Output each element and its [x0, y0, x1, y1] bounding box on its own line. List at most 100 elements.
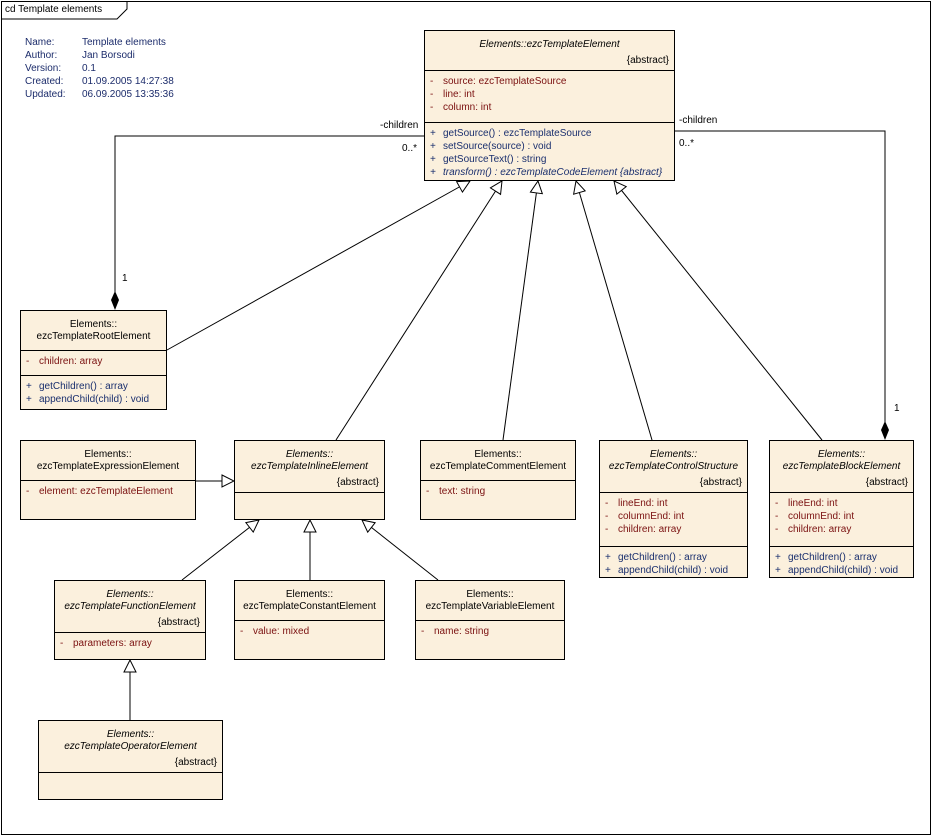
- attributes-section: -element: ezcTemplateElement: [21, 481, 195, 501]
- info-value: Template elements: [82, 37, 166, 48]
- class-header: Elements:: ezcTemplateVariableElement: [416, 581, 564, 621]
- visibility-marker: +: [605, 565, 611, 576]
- operations-section: +getSource() : ezcTemplateSource +setSou…: [425, 123, 674, 182]
- class-comment-element[interactable]: Elements:: ezcTemplateCommentElement -te…: [420, 440, 576, 520]
- class-name: Elements::ezcTemplateElement: [479, 39, 620, 50]
- visibility-marker: +: [26, 381, 32, 392]
- attributes-section: -text: string: [421, 481, 575, 501]
- info-value: 06.09.2005 13:35:36: [82, 89, 174, 100]
- attribute: columnEnd: int: [618, 511, 685, 522]
- operation: setSource(source) : void: [443, 141, 552, 152]
- info-value: Jan Borsodi: [82, 50, 135, 61]
- class-function-element[interactable]: Elements:: ezcTemplateFunctionElement {a…: [54, 580, 206, 660]
- composition-right-diamond: [881, 421, 889, 440]
- class-control-structure[interactable]: Elements:: ezcTemplateControlStructure {…: [599, 440, 748, 578]
- attribute: name: string: [434, 626, 490, 637]
- class-block-element[interactable]: Elements:: ezcTemplateBlockElement {abst…: [769, 440, 914, 578]
- class-header: Elements:: ezcTemplateBlockElement {abst…: [770, 441, 913, 493]
- class-namespace: Elements::: [466, 589, 514, 600]
- class-header: Elements:: ezcTemplateControlStructure {…: [600, 441, 747, 493]
- attributes-section: [235, 493, 384, 500]
- class-name: ezcTemplateVariableElement: [425, 601, 555, 612]
- class-name: ezcTemplateInlineElement: [251, 461, 368, 472]
- class-name: ezcTemplateConstantElement: [243, 601, 376, 612]
- diagram-info: Name:Template elements Author:Jan Borsod…: [25, 36, 174, 101]
- assoc-left-multiplicity-one: 1: [122, 273, 128, 284]
- abstract-stereotype: {abstract}: [336, 477, 379, 488]
- operation: getChildren() : array: [618, 552, 707, 563]
- attributes-section: -source: ezcTemplateSource -line: int -c…: [425, 71, 674, 123]
- info-key: Author:: [25, 50, 58, 61]
- visibility-marker: +: [430, 154, 436, 165]
- operation: transform() : ezcTemplateCodeElement {ab…: [443, 167, 663, 178]
- class-constant-element[interactable]: Elements:: ezcTemplateConstantElement -v…: [234, 580, 385, 660]
- visibility-marker: +: [430, 141, 436, 152]
- frame-tab-outline: [1, 1, 128, 20]
- frame-title: cd Template elements: [5, 4, 103, 15]
- abstract-stereotype: {abstract}: [699, 477, 742, 488]
- info-value: 0.1: [82, 63, 96, 74]
- class-expression-element[interactable]: Elements:: ezcTemplateExpressionElement …: [20, 440, 196, 520]
- class-root-element[interactable]: Elements:: ezcTemplateRootElement -child…: [20, 310, 167, 410]
- class-variable-element[interactable]: Elements:: ezcTemplateVariableElement -n…: [415, 580, 565, 660]
- visibility-marker: -: [605, 524, 609, 535]
- class-header: Elements:: ezcTemplateCommentElement: [421, 441, 575, 481]
- attribute: element: ezcTemplateElement: [39, 486, 173, 497]
- class-header: Elements:: ezcTemplateFunctionElement {a…: [55, 581, 205, 633]
- info-value: 01.09.2005 14:27:38: [82, 76, 174, 87]
- assoc-right-multiplicity-one: 1: [894, 403, 900, 414]
- attributes-section: [39, 773, 222, 780]
- class-header: Elements:: ezcTemplateInlineElement {abs…: [235, 441, 384, 493]
- class-header: Elements:: ezcTemplateExpressionElement: [21, 441, 195, 481]
- operation: appendChild(child) : void: [788, 565, 899, 576]
- info-key: Version:: [25, 63, 62, 74]
- assoc-left-multiplicity-many: 0..*: [402, 143, 418, 154]
- visibility-marker: -: [26, 486, 30, 497]
- attribute: children: array: [39, 356, 103, 367]
- attribute: value: mixed: [253, 626, 310, 637]
- generalization-control: [576, 181, 653, 441]
- visibility-marker: -: [430, 76, 434, 87]
- class-header: Elements:: ezcTemplateOperatorElement {a…: [39, 721, 222, 773]
- visibility-marker: +: [775, 565, 781, 576]
- attributes-section: -children: array: [21, 351, 166, 376]
- class-template-element[interactable]: Elements::ezcTemplateElement {abstract} …: [424, 30, 675, 181]
- visibility-marker: -: [605, 498, 609, 509]
- operations-section: +getChildren() : array +appendChild(chil…: [21, 376, 166, 409]
- class-name: ezcTemplateFunctionElement: [64, 601, 196, 612]
- attribute: children: array: [788, 524, 852, 535]
- operations-section: +getChildren() : array +appendChild(chil…: [600, 547, 747, 580]
- class-operator-element[interactable]: Elements:: ezcTemplateOperatorElement {a…: [38, 720, 223, 800]
- visibility-marker: -: [430, 102, 434, 113]
- class-name: ezcTemplateRootElement: [36, 331, 151, 342]
- visibility-marker: +: [775, 552, 781, 563]
- operation: getChildren() : array: [39, 381, 128, 392]
- attribute: column: int: [443, 102, 492, 113]
- operation: getChildren() : array: [788, 552, 877, 563]
- visibility-marker: +: [430, 167, 436, 178]
- visibility-marker: -: [605, 511, 609, 522]
- class-header: Elements:: ezcTemplateRootElement: [21, 311, 166, 351]
- abstract-stereotype: {abstract}: [865, 477, 908, 488]
- visibility-marker: -: [240, 626, 244, 637]
- visibility-marker: -: [430, 89, 434, 100]
- generalization-inline: [335, 181, 502, 441]
- attribute: lineEnd: int: [618, 498, 668, 509]
- class-name: ezcTemplateExpressionElement: [36, 461, 180, 472]
- attributes-section: -value: mixed: [235, 621, 384, 641]
- operation: getSourceText() : string: [443, 154, 547, 165]
- attributes-section: -parameters: array: [55, 633, 205, 653]
- visibility-marker: +: [26, 394, 32, 405]
- attributes-section: -lineEnd: int -columnEnd: int -children:…: [600, 493, 747, 547]
- assoc-right-role: -children: [679, 115, 718, 126]
- class-inline-element[interactable]: Elements:: ezcTemplateInlineElement {abs…: [234, 440, 385, 520]
- class-namespace: Elements::: [474, 449, 522, 460]
- attribute: text: string: [439, 486, 486, 497]
- class-name: ezcTemplateOperatorElement: [64, 741, 197, 752]
- attribute: lineEnd: int: [788, 498, 838, 509]
- info-key: Updated:: [25, 89, 66, 100]
- operations-section: + getChildren() : array + appendChild(chil…: [770, 547, 913, 580]
- abstract-stereotype: {abstract}: [157, 617, 200, 628]
- generalization-comment: [502, 181, 538, 441]
